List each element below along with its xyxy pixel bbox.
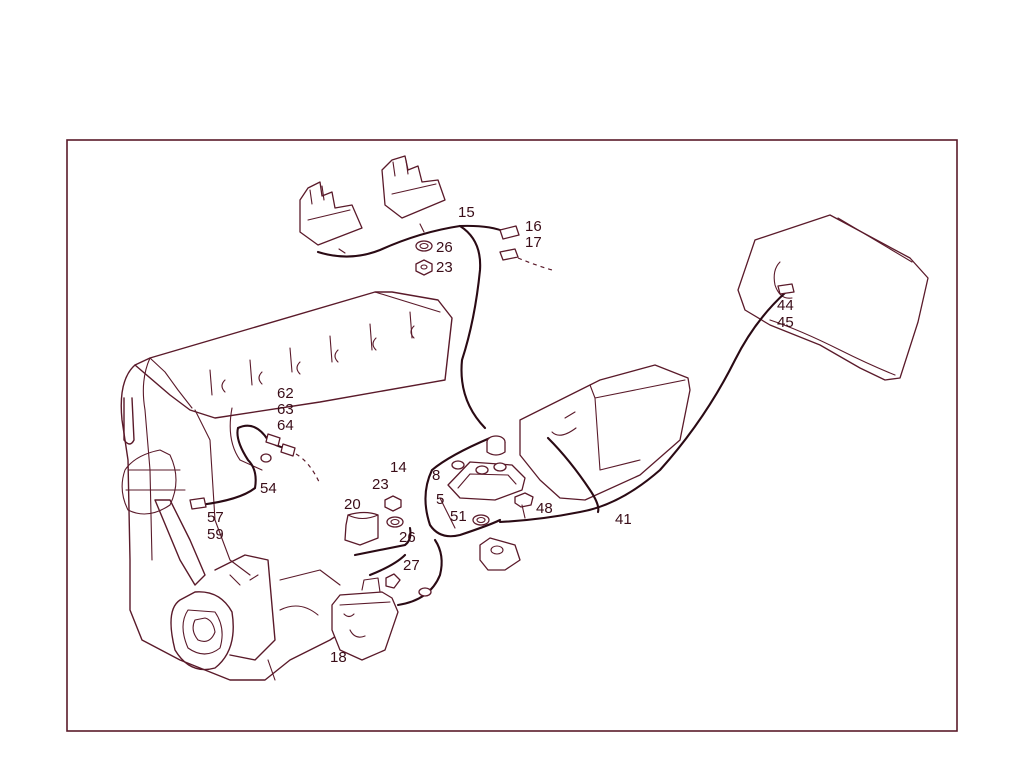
center-parts [331, 495, 443, 661]
callout-51: 51 [450, 508, 467, 525]
callout-48: 48 [536, 500, 553, 517]
callout-45: 45 [777, 314, 794, 331]
left-harness [189, 424, 321, 510]
callout-54: 54 [260, 480, 277, 497]
diagram-frame [66, 139, 958, 732]
callout-18: 18 [330, 649, 347, 666]
callout-26-mid: 26 [399, 529, 416, 546]
callout-15: 15 [458, 204, 475, 221]
callout-5: 5 [436, 491, 444, 508]
callout-27: 27 [403, 557, 420, 574]
callout-23-top: 23 [436, 259, 453, 276]
callout-59: 59 [207, 526, 224, 543]
top-harness [316, 223, 553, 430]
connector-17 [499, 248, 519, 261]
cover-panel [737, 214, 929, 381]
center-right-parts [424, 435, 534, 571]
connector-16 [499, 225, 520, 240]
callout-63: 63 [277, 401, 294, 418]
callout-8: 8 [432, 467, 440, 484]
engine-block [120, 291, 453, 681]
callout-20: 20 [344, 496, 361, 513]
wire-41 [498, 283, 795, 524]
callout-17: 17 [525, 234, 542, 251]
callout-64: 64 [277, 417, 294, 434]
callout-23-mid: 23 [372, 476, 389, 493]
control-unit-box [519, 364, 691, 514]
callout-44: 44 [777, 297, 794, 314]
callout-57: 57 [207, 509, 224, 526]
callout-26-top: 26 [436, 239, 453, 256]
callout-62: 62 [277, 385, 294, 402]
callout-14: 14 [390, 459, 407, 476]
callout-16: 16 [525, 218, 542, 235]
callout-labels: 15 16 17 26 23 44 45 62 63 64 14 8 5 23 … [207, 204, 794, 666]
ignition-coils [299, 155, 446, 246]
callout-41: 41 [615, 511, 632, 528]
